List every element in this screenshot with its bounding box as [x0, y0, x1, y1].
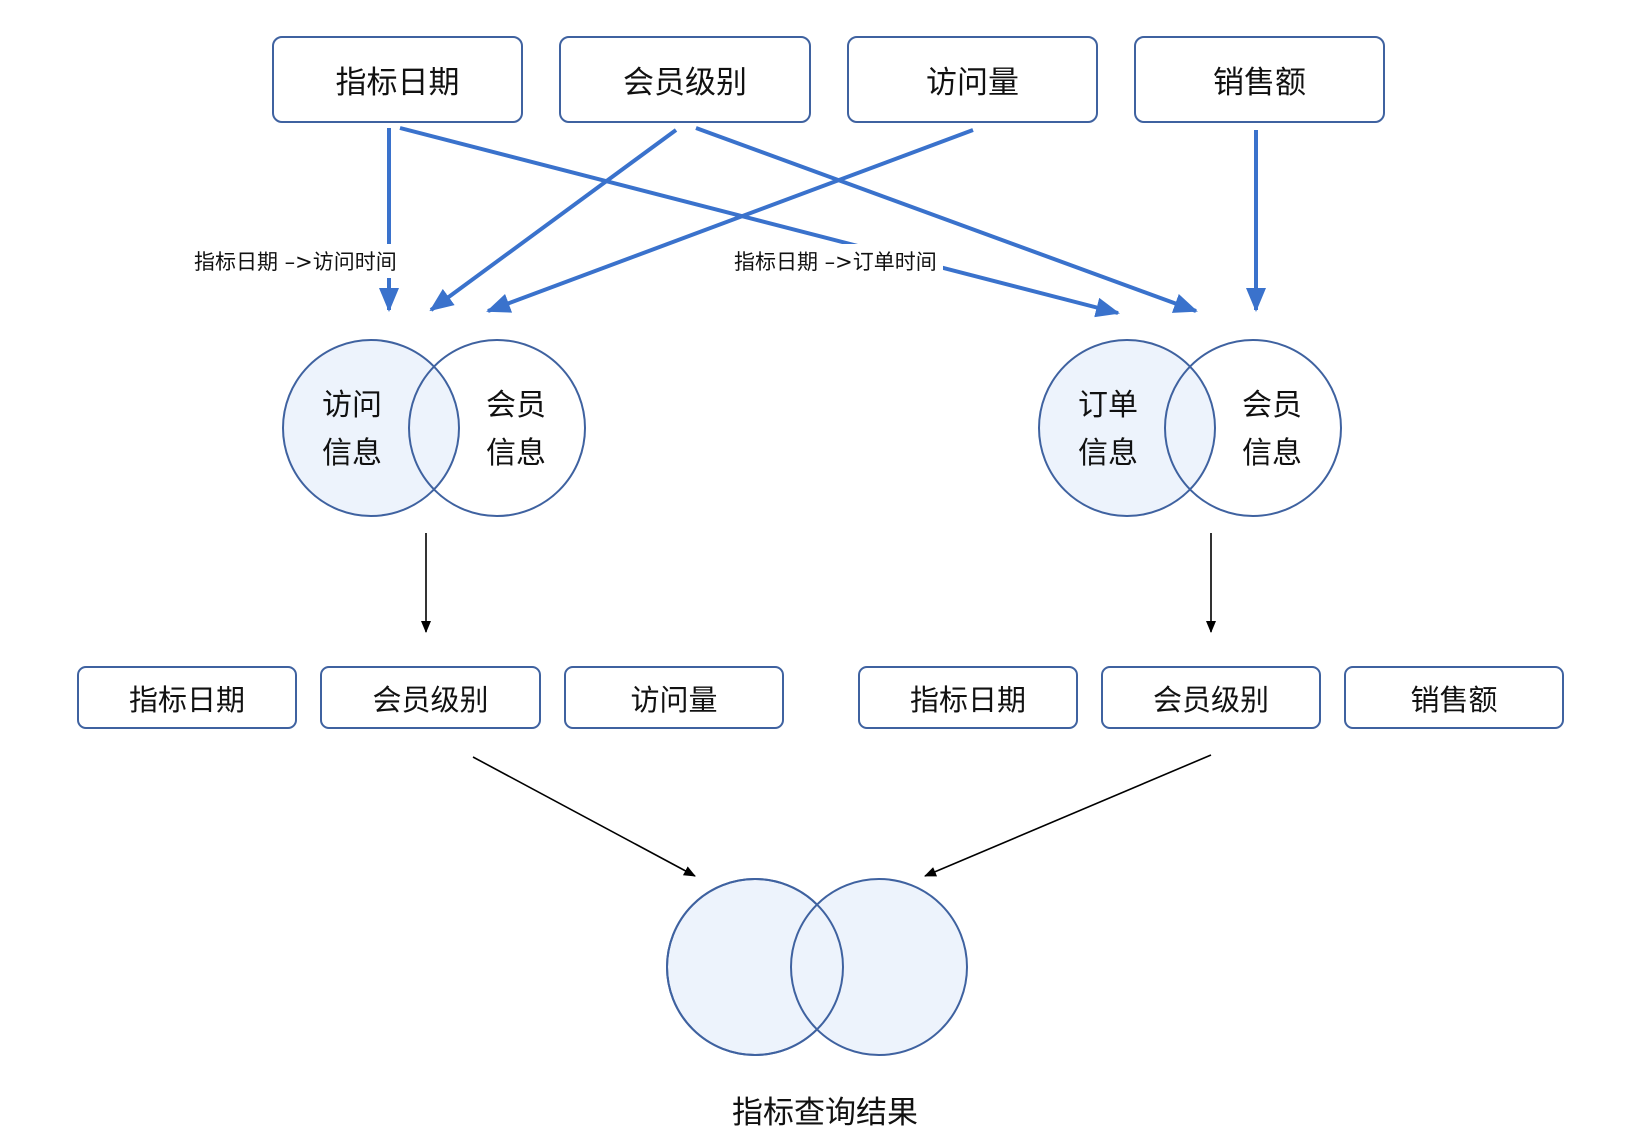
left-field-date: 指标日期 — [77, 666, 297, 729]
top-box-visits: 访问量 — [847, 36, 1098, 123]
left-venn-member-info: 会员 信息 — [471, 382, 561, 478]
left-venn-visit-line2: 信息 — [322, 436, 382, 471]
edge-label-visit-time: 指标日期 –>访问时间 — [188, 244, 403, 278]
arrow-left-to-result — [472, 756, 696, 877]
left-venn-visit-info: 访问 信息 — [307, 382, 397, 478]
right-venn-member-line2: 信息 — [1242, 436, 1302, 471]
right-field-date-label: 指标日期 — [909, 682, 1026, 717]
result-label: 指标查询结果 — [732, 1095, 918, 1131]
left-field-member-level: 会员级别 — [320, 666, 541, 729]
left-field-date-label: 指标日期 — [128, 682, 245, 717]
top-box-member-level: 会员级别 — [559, 36, 811, 123]
top-box-member-level-label: 会员级别 — [623, 65, 747, 101]
right-field-member-level-label: 会员级别 — [1152, 682, 1269, 717]
left-venn — [282, 339, 586, 517]
right-field-member-level: 会员级别 — [1101, 666, 1321, 729]
result-venn — [666, 878, 968, 1056]
left-venn-visit-line1: 访问 — [322, 388, 382, 423]
top-box-date: 指标日期 — [272, 36, 523, 123]
right-field-sales-label: 销售额 — [1410, 682, 1498, 717]
arrow-level-to-right-member — [695, 126, 1198, 313]
left-field-visits-label: 访问量 — [630, 682, 718, 717]
top-box-sales-label: 销售额 — [1213, 65, 1306, 101]
right-field-sales: 销售额 — [1344, 666, 1564, 729]
right-venn-member-line1: 会员 — [1242, 388, 1302, 423]
left-venn-member-line1: 会员 — [486, 388, 546, 423]
right-venn-order-line1: 订单 — [1078, 388, 1138, 423]
arrow-date-to-order — [399, 126, 1120, 318]
top-box-visits-label: 访问量 — [926, 65, 1019, 101]
right-venn — [1038, 339, 1342, 517]
left-venn-member-line2: 信息 — [486, 436, 546, 471]
arrow-visits-to-left-member — [486, 128, 974, 313]
left-field-member-level-label: 会员级别 — [372, 682, 489, 717]
edge-label-order-time: 指标日期 –>订单时间 — [728, 244, 943, 278]
top-box-date-label: 指标日期 — [335, 65, 460, 101]
right-venn-member-info: 会员 信息 — [1227, 382, 1317, 478]
arrow-level-to-left-member — [429, 128, 678, 312]
left-field-visits: 访问量 — [564, 666, 784, 729]
top-box-sales: 销售额 — [1134, 36, 1385, 123]
right-field-date: 指标日期 — [858, 666, 1078, 729]
arrow-right-to-result — [924, 754, 1212, 877]
right-venn-order-info: 订单 信息 — [1063, 382, 1153, 478]
right-venn-order-line2: 信息 — [1078, 436, 1138, 471]
